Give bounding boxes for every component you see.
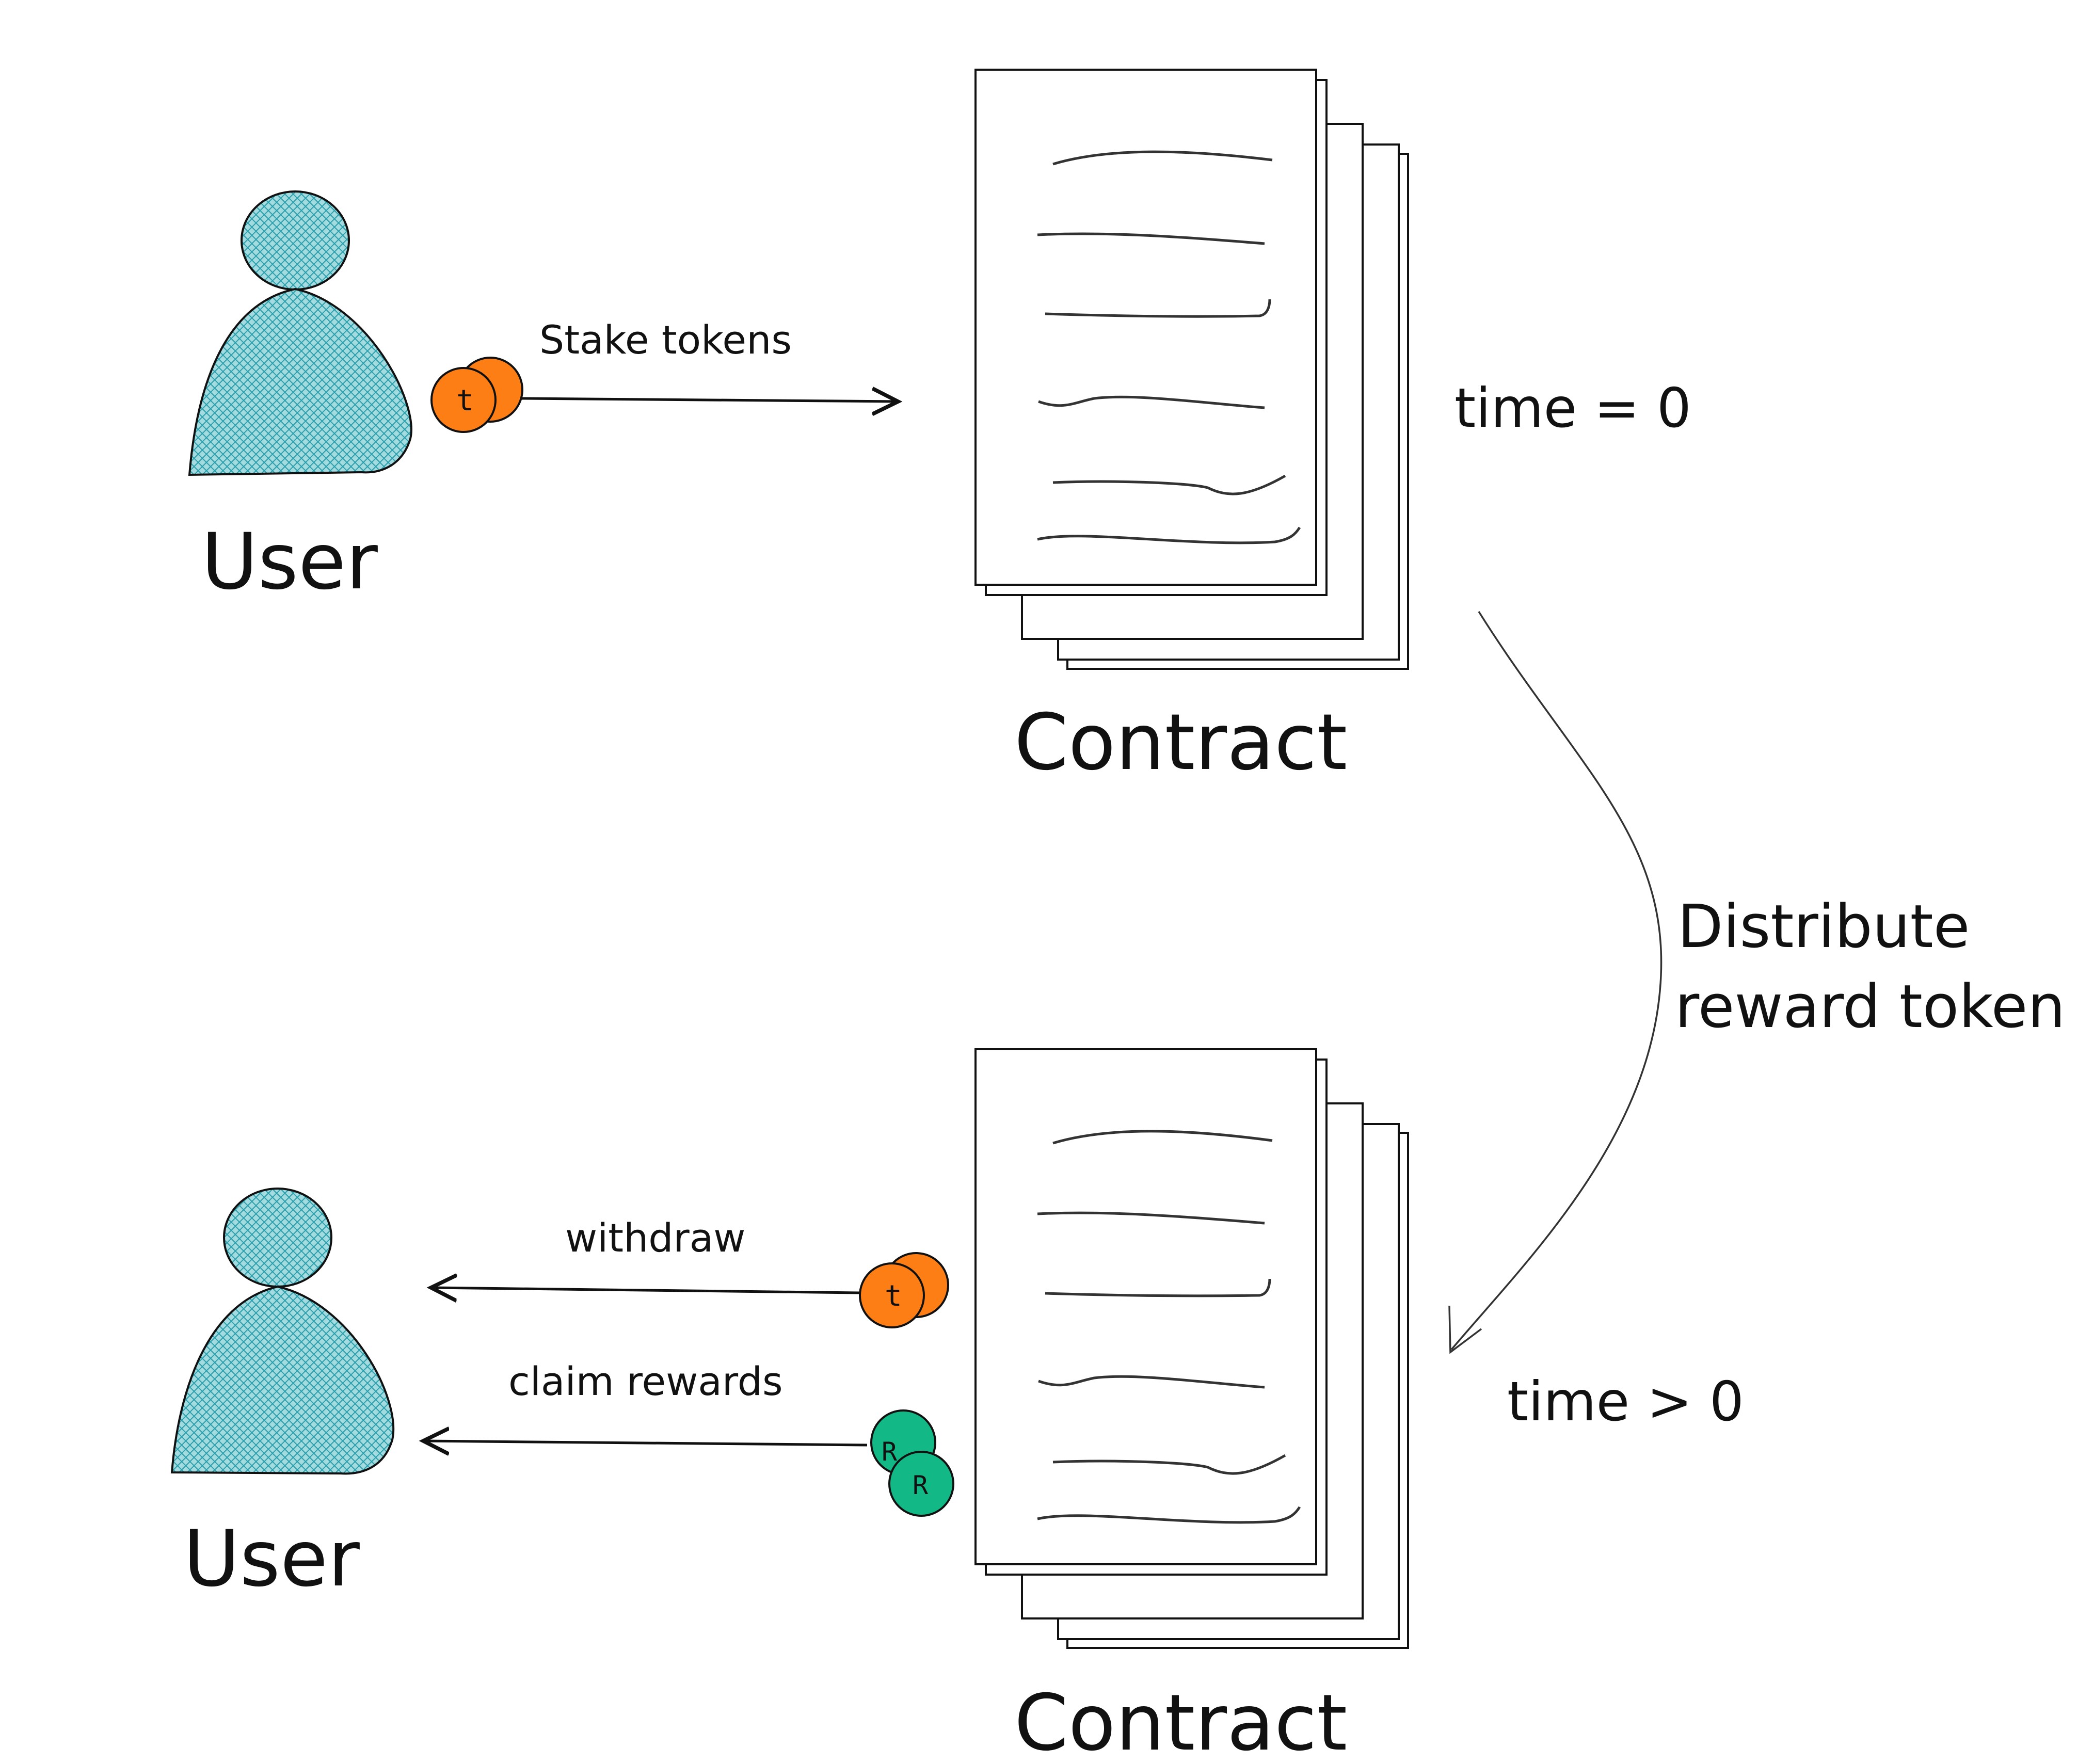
user-top: User: [188, 190, 412, 607]
stake-coin-front: [430, 367, 497, 433]
contract-label: Contract: [1014, 1678, 1347, 1764]
reward-coin-front: [888, 1451, 954, 1517]
withdraw-arrow: withdraw: [431, 1215, 860, 1293]
stake-coin-front: [859, 1262, 925, 1328]
coin-letter: t: [456, 384, 474, 418]
person-icon: [170, 1188, 395, 1475]
user-label: User: [201, 517, 378, 607]
claim-rewards-arrow: claim rewards: [423, 1358, 868, 1445]
time-positive-label: time > 0: [1507, 1370, 1744, 1433]
document-stack-icon: [974, 1048, 1409, 1649]
person-icon: [188, 190, 412, 476]
claim-rewards-label: claim rewards: [508, 1358, 783, 1404]
document-stack-icon: [974, 69, 1409, 670]
withdraw-label: withdraw: [565, 1215, 745, 1261]
distribute-label-line1: Distribute: [1677, 892, 1970, 961]
time-zero-label: time = 0: [1454, 377, 1691, 440]
user-label: User: [183, 1514, 360, 1604]
reward-coin-stack: R R: [870, 1409, 954, 1517]
coin-letter: t: [885, 1279, 902, 1313]
contract-label: Contract: [1014, 698, 1347, 788]
contract-bottom: Contract: [974, 1048, 1409, 1764]
stake-arrow: Stake tokens: [521, 317, 898, 402]
distribute-label-line2: reward token: [1675, 972, 2065, 1041]
stake-tokens-label: Stake tokens: [539, 317, 792, 363]
stake-coin-stack: t: [430, 357, 523, 433]
withdraw-coin-stack: t: [859, 1252, 949, 1328]
reward-coin-letter-front: R: [913, 1470, 929, 1500]
distribute-arrow: Distribute reward token: [1448, 611, 2065, 1354]
contract-top: Contract: [974, 69, 1409, 788]
user-bottom: User: [170, 1188, 395, 1604]
reward-coin-letter-back: R: [882, 1437, 898, 1467]
